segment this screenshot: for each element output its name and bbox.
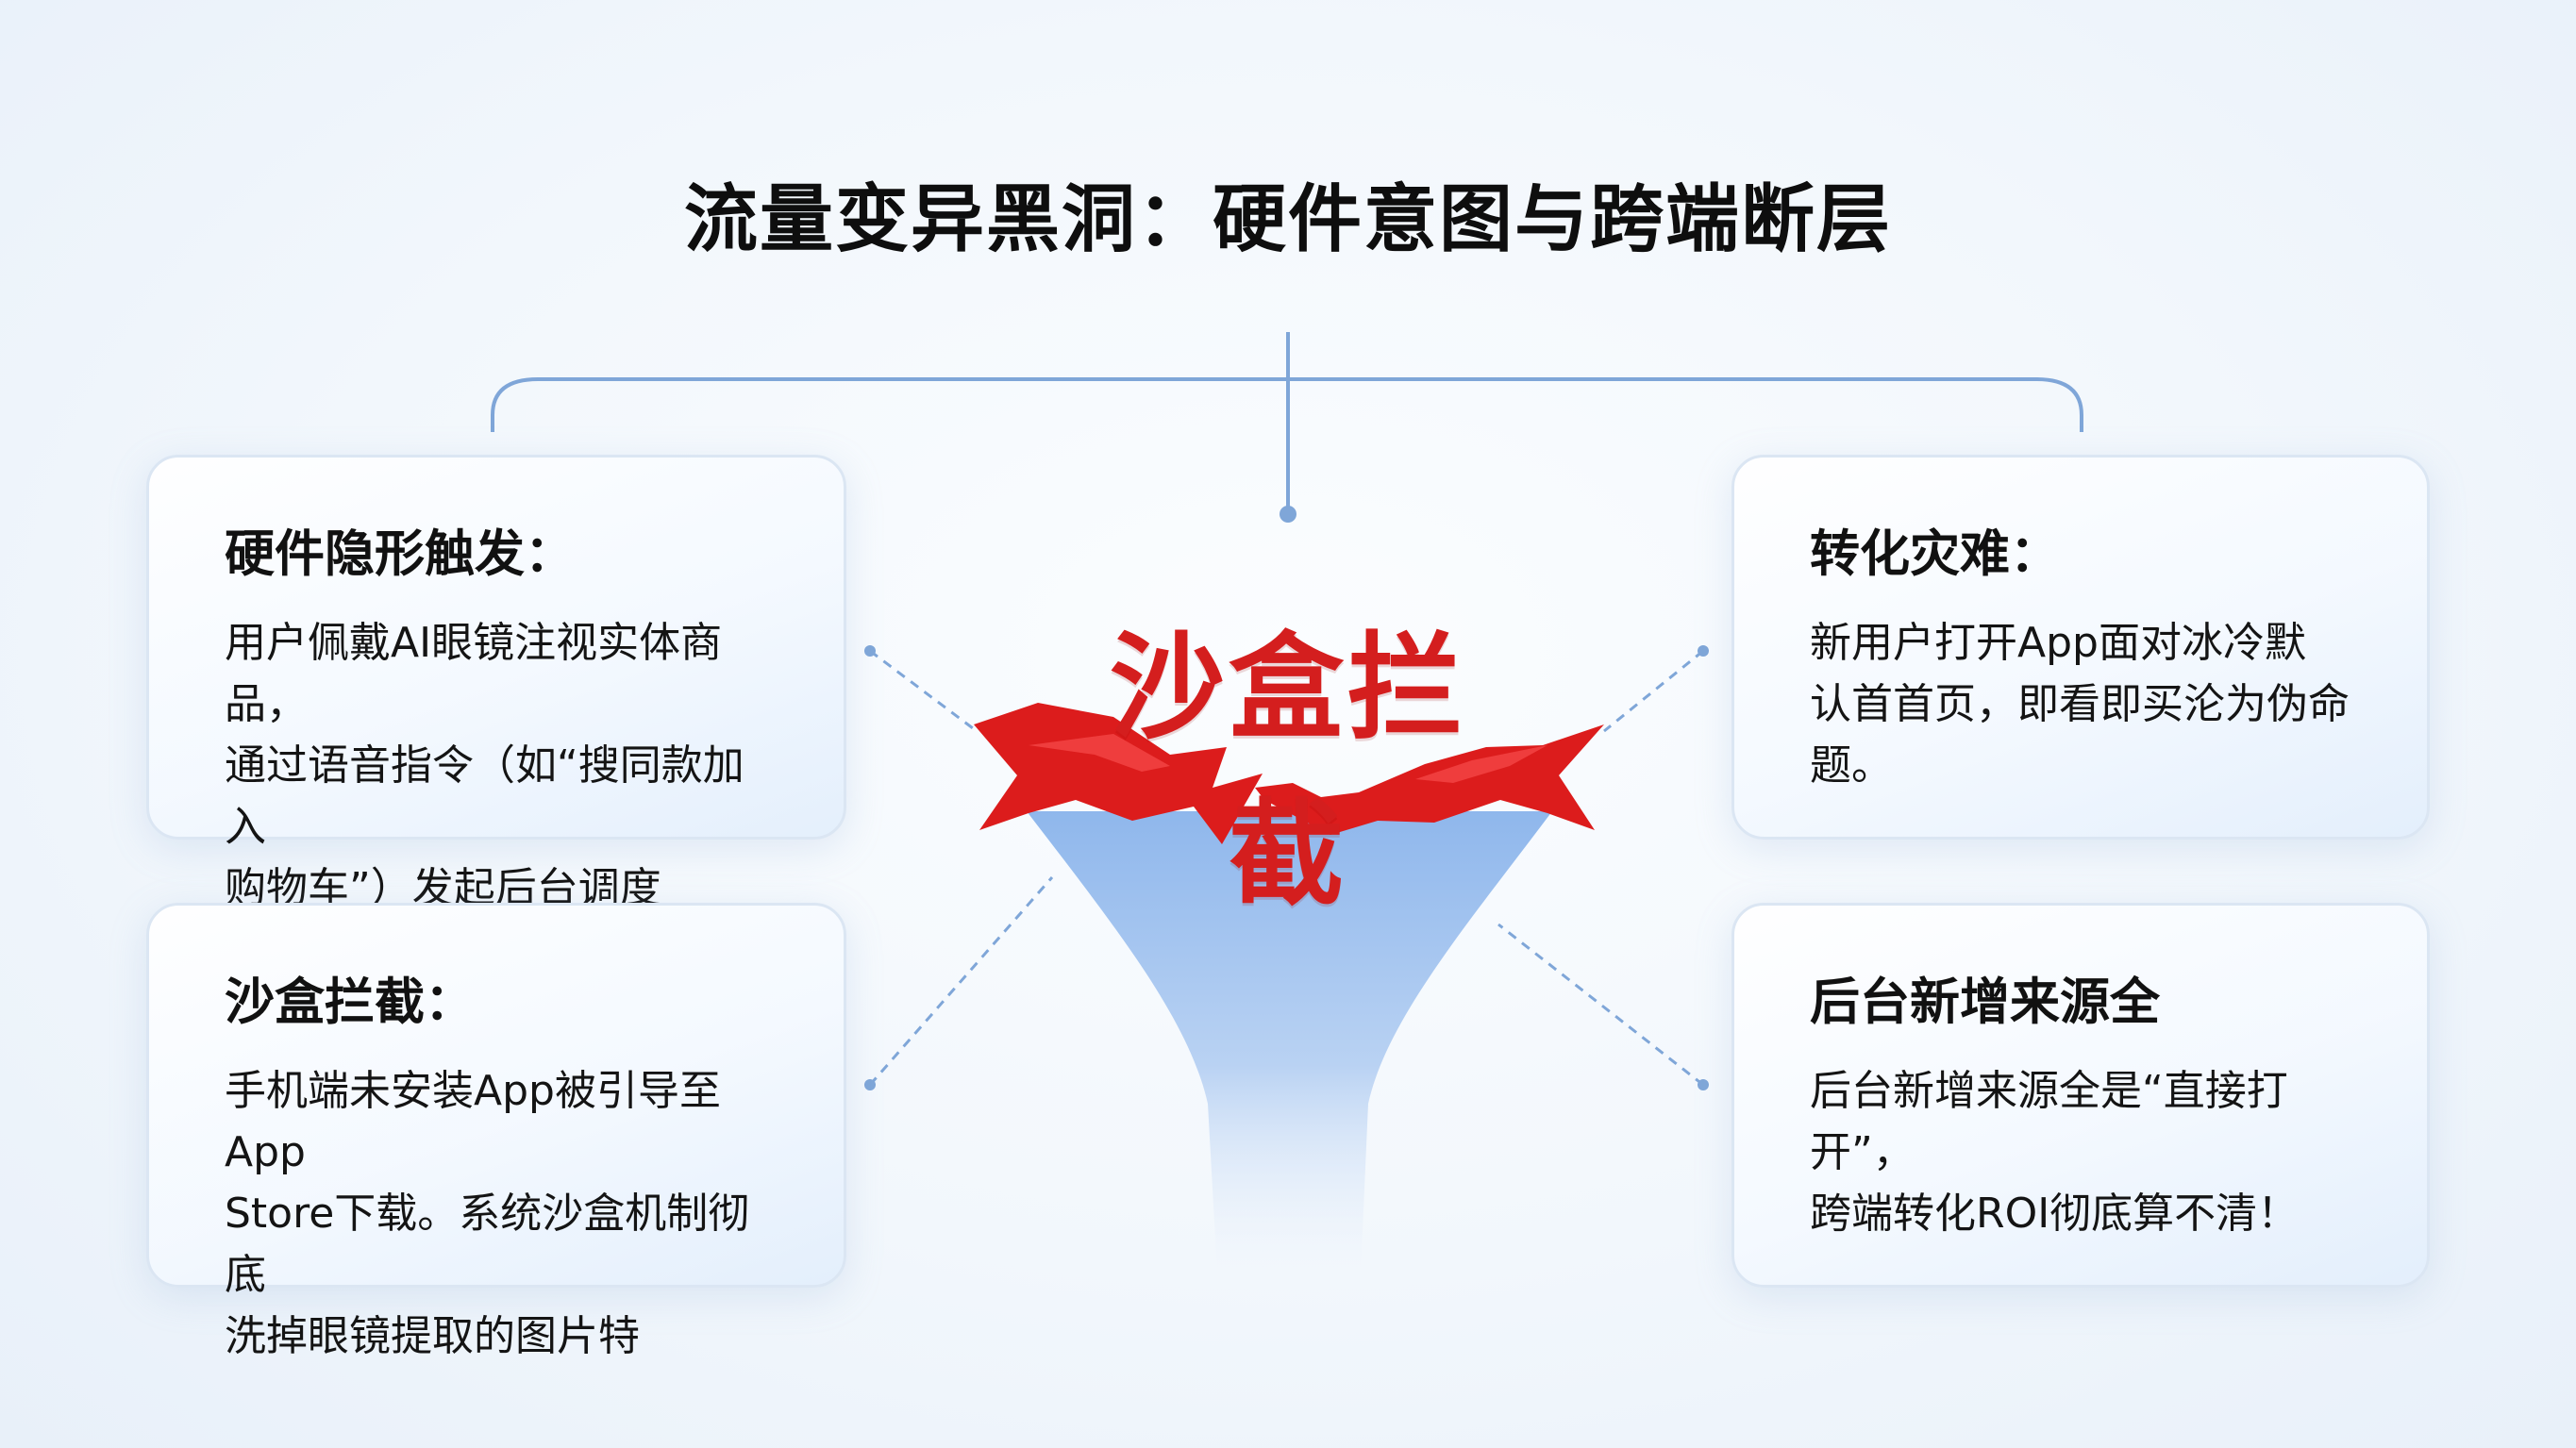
- card-line: 认首首页，即看即买沦为伪命: [1810, 680, 2350, 728]
- center-label-sandbox: 沙盒拦截: [1110, 621, 1466, 922]
- card-body: 用户佩戴AI眼镜注视实体商品， 通过语音指令（如“搜同款加入 购物车”）发起后台…: [225, 612, 778, 919]
- card-line: 洗掉眼镜提取的图片特: [225, 1312, 640, 1360]
- card-body: 手机端未安装App被引导至App Store下载。系统沙盒机制彻底 洗掉眼镜提取…: [225, 1060, 778, 1367]
- card-hardware-trigger: 硬件隐形触发： 用户佩戴AI眼镜注视实体商品， 通过语音指令（如“搜同款加入 购…: [146, 455, 846, 912]
- traffic-funnel: [1027, 811, 1552, 1273]
- card-line: 后台新增来源全是“直接打开”，: [1810, 1067, 2288, 1176]
- card-title: 转化灾难：: [1810, 525, 2060, 583]
- card-line: 跨端转化ROI彻底算不清！: [1810, 1190, 2300, 1238]
- card-line: 用户佩戴AI眼镜注视实体商品，: [225, 619, 723, 728]
- connector-br-dot: [1698, 1079, 1709, 1090]
- left-break-arrow: [974, 703, 1263, 844]
- connector-bl: [868, 876, 1054, 1086]
- center-stem-dot: [1280, 506, 1296, 523]
- card-line: 新用户打开App面对冰冷默: [1810, 619, 2306, 667]
- card-body: 后台新增来源全是“直接打开”， 跨端转化ROI彻底算不清！: [1810, 1060, 2361, 1244]
- left-break-highlight: [1029, 734, 1170, 772]
- connector-tr-dot: [1698, 645, 1709, 657]
- card-title: 后台新增来源全: [1810, 974, 2160, 1031]
- card-title: 沙盒拦截：: [225, 974, 475, 1031]
- card-line: 通过语音指令（如“搜同款加入: [225, 741, 744, 851]
- connector-tl-dot: [864, 645, 876, 657]
- card-body: 新用户打开App面对冰冷默 认首首页，即看即买沦为伪命 题。: [1810, 612, 2361, 796]
- card-conversion-disaster: 转化灾难： 新用户打开App面对冰冷默 认首首页，即看即买沦为伪命 题。: [1731, 455, 2430, 840]
- page-title: 流量变异黑洞：硬件意图与跨端断层: [683, 177, 1892, 262]
- card-sandbox-intercept: 沙盒拦截： 手机端未安装App被引导至App Store下载。系统沙盒机制彻底 …: [146, 903, 846, 1360]
- card-source-attribution: 后台新增来源全 后台新增来源全是“直接打开”， 跨端转化ROI彻底算不清！: [1731, 903, 2430, 1288]
- connector-br: [1497, 923, 1704, 1087]
- card-title: 硬件隐形触发：: [225, 525, 575, 583]
- card-line: Store下载。系统沙盒机制彻底: [225, 1190, 750, 1299]
- card-line: 题。: [1810, 741, 1893, 790]
- connector-bl-dot: [864, 1079, 876, 1090]
- connector-tl: [869, 649, 978, 733]
- card-line: 手机端未安装App被引导至App: [225, 1067, 721, 1176]
- connector-tr: [1603, 649, 1704, 733]
- right-break-highlight: [1415, 745, 1547, 783]
